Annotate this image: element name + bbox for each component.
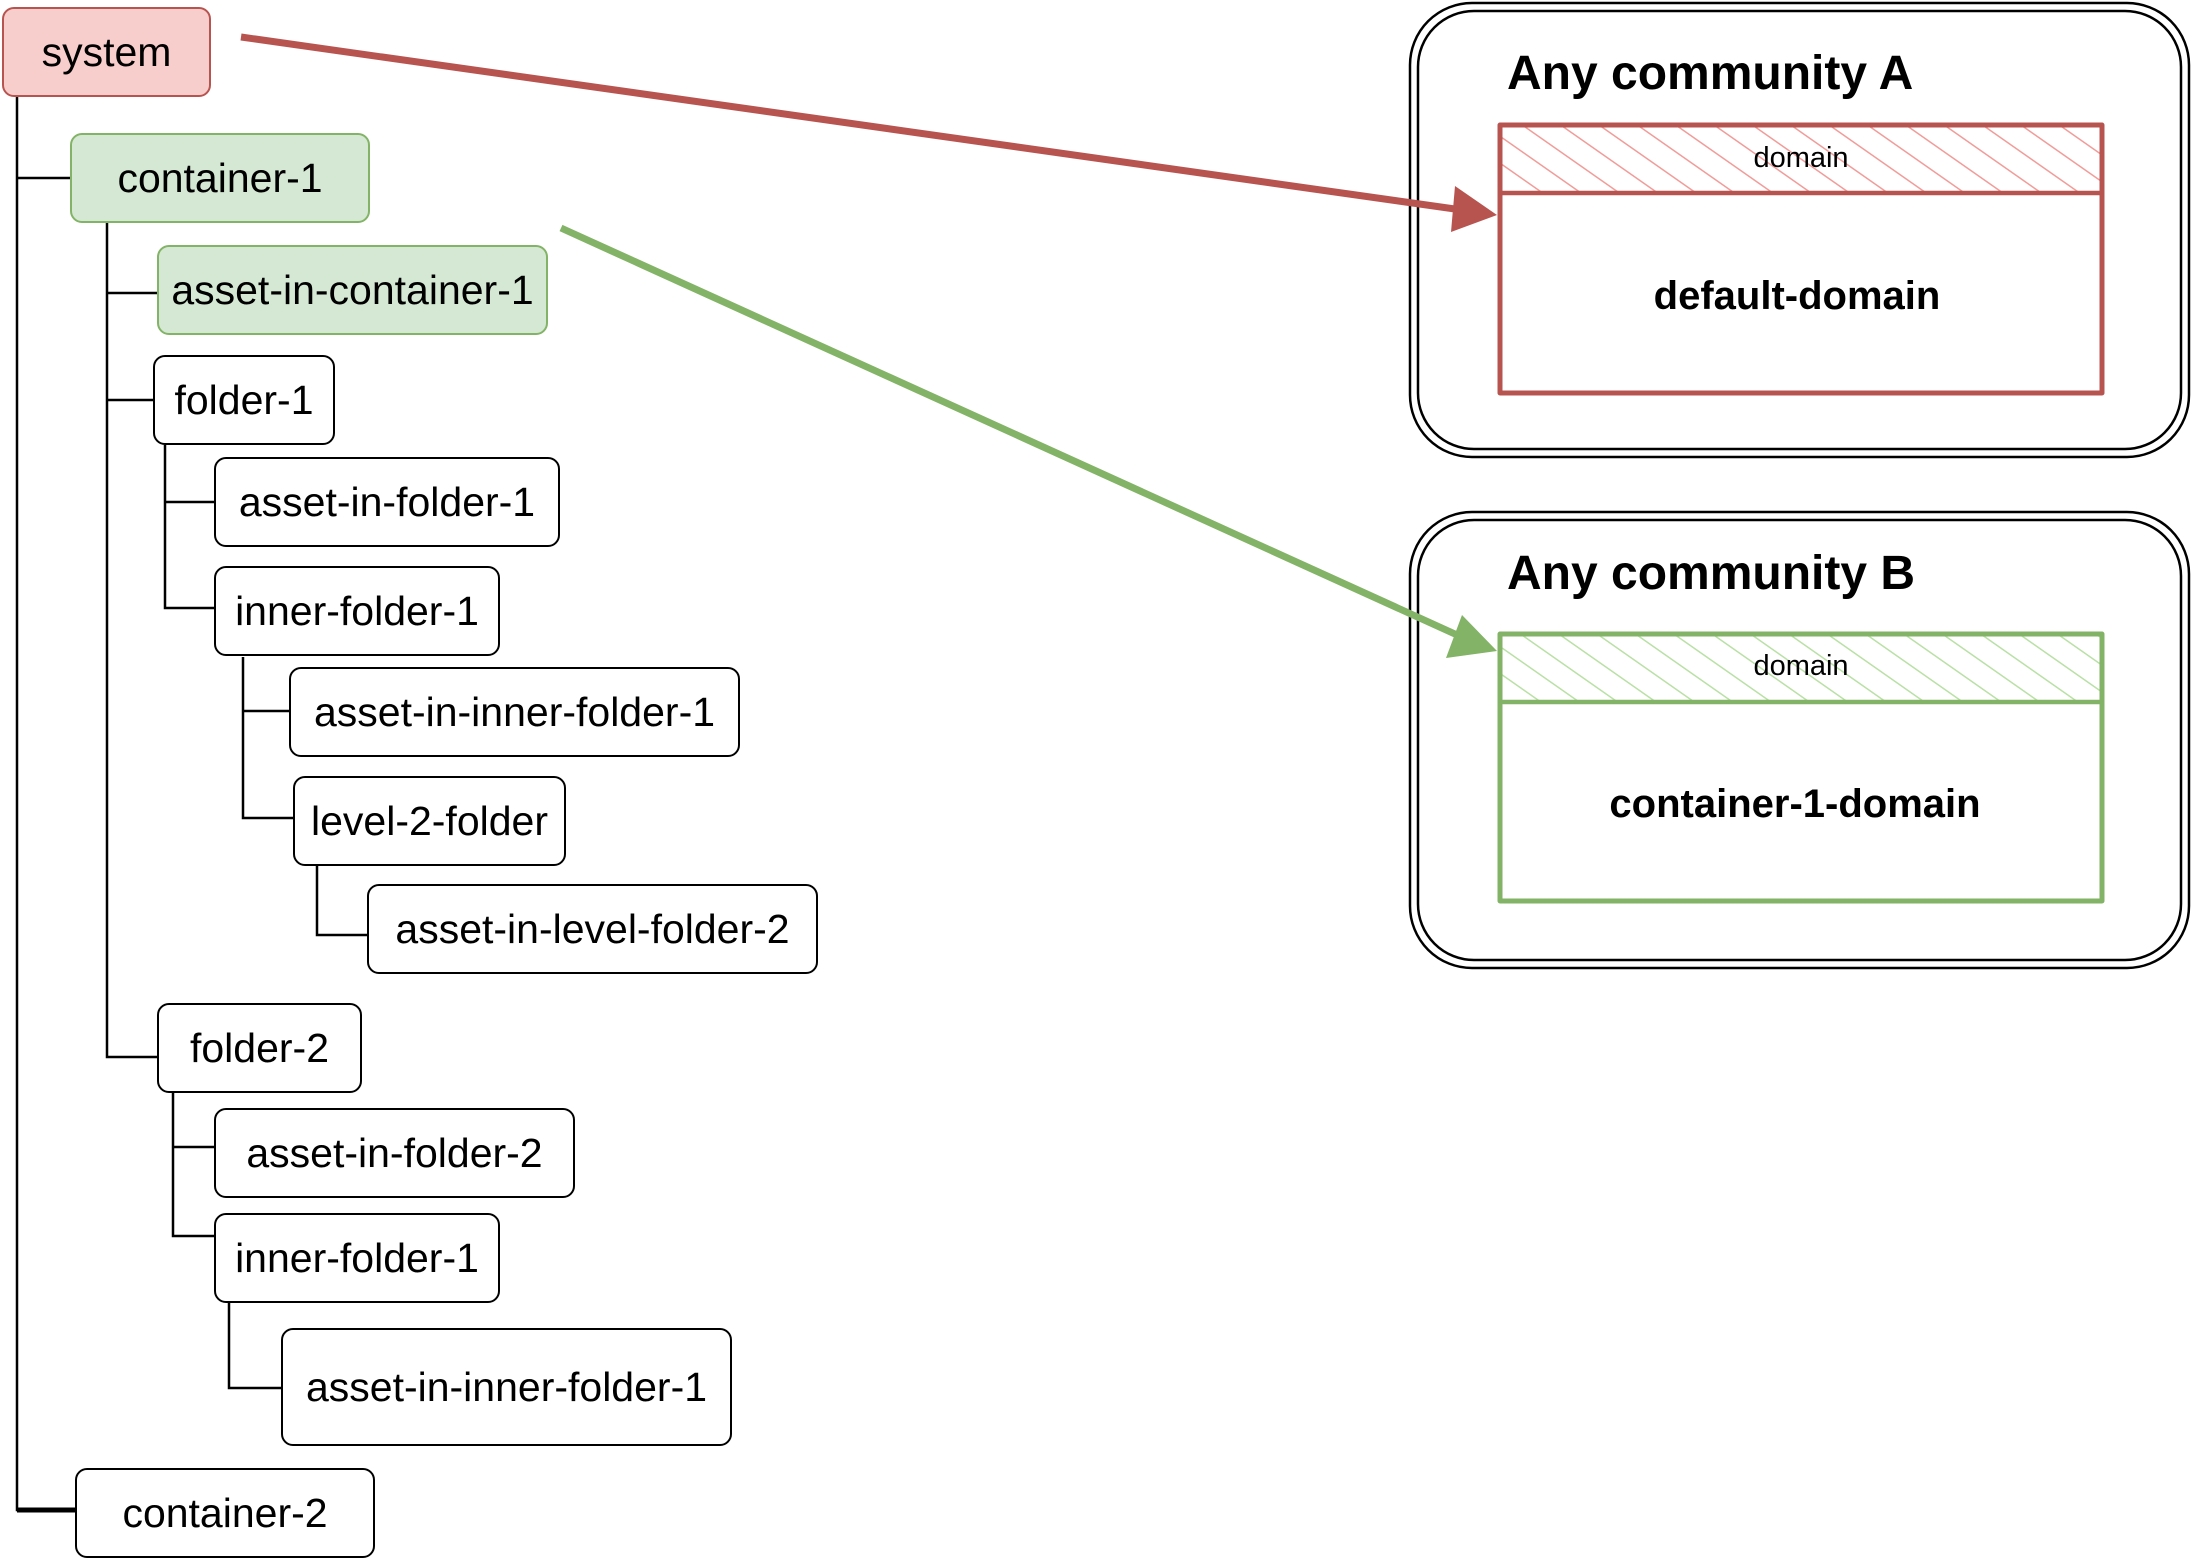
node-asset-in-inner-folder-1-a: asset-in-inner-folder-1 [289, 667, 740, 757]
connector-folder-2-trunk [171, 1092, 214, 1238]
community-b-domain-name: container-1-domain [1609, 782, 1981, 826]
community-b-domain-label: domain [1753, 650, 1849, 682]
community-a-title: Any community A [1507, 47, 1914, 100]
domain-box-b [1497, 631, 2105, 904]
node-asset-in-container-1: asset-in-container-1 [157, 245, 548, 335]
community-a-domain-label: domain [1753, 142, 1849, 174]
node-asset-in-folder-2: asset-in-folder-2 [214, 1108, 575, 1198]
community-a-domain-name: default-domain [1653, 274, 1941, 318]
node-system: system [2, 7, 211, 97]
node-folder-1: folder-1 [153, 355, 335, 445]
community-b-title: Any community B [1507, 547, 1916, 600]
node-asset-in-folder-1: asset-in-folder-1 [214, 457, 560, 547]
node-container-1: container-1 [70, 133, 370, 223]
connector-system-trunk [15, 97, 75, 1512]
node-container-2: container-2 [75, 1468, 375, 1558]
connector-level-2-folder-trunk [315, 866, 367, 937]
node-asset-in-inner-folder-1-b: asset-in-inner-folder-1 [281, 1328, 732, 1446]
node-inner-folder-1-b: inner-folder-1 [214, 1213, 500, 1303]
domain-box-a [1497, 122, 2105, 396]
connector-inner-folder-1-a-trunk [241, 657, 293, 820]
connector-folder-1-trunk [163, 445, 214, 610]
node-inner-folder-1-a: inner-folder-1 [214, 566, 500, 656]
connector-inner-folder-1-b-trunk [227, 1300, 281, 1390]
connector-container-1-trunk [105, 223, 157, 1059]
arrow-container-1-to-container-1-domain [559, 224, 1497, 658]
node-asset-in-level-folder-2: asset-in-level-folder-2 [367, 884, 818, 974]
community-a-frame [1408, 1, 2191, 459]
node-folder-2: folder-2 [157, 1003, 362, 1093]
community-b-frame [1408, 510, 2191, 970]
arrow-system-to-default-domain [240, 33, 1497, 232]
node-level-2-folder: level-2-folder [293, 776, 566, 866]
